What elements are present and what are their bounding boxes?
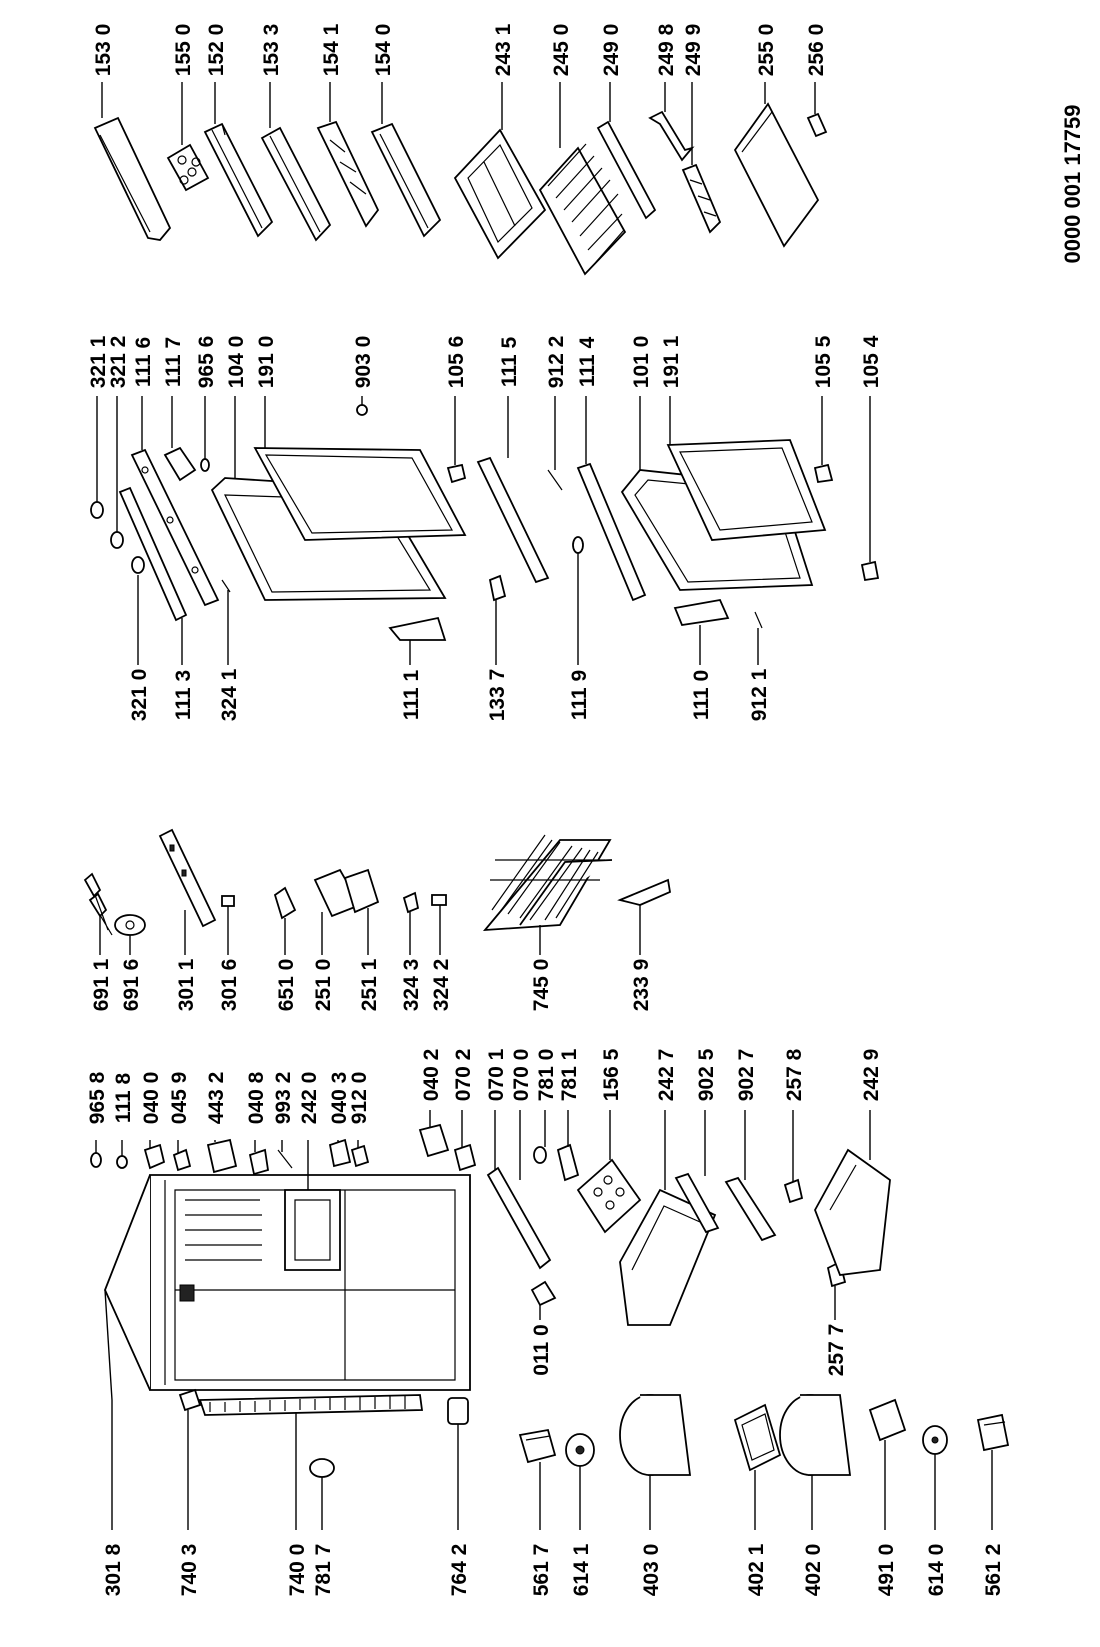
part-label: 153 0: [92, 24, 115, 77]
part-label: 740 3: [178, 1544, 201, 1597]
part-label: 133 7: [486, 669, 509, 722]
part-label: 040 2: [420, 1049, 443, 1102]
part-label: 111 7: [162, 337, 185, 387]
part-label: 324 3: [400, 959, 423, 1012]
part-label: 251 1: [358, 958, 381, 1011]
part-label: 561 7: [530, 1544, 553, 1597]
cabinet-parts: [90, 1123, 891, 1478]
part-label: 040 8: [245, 1071, 268, 1124]
part-label: 111 8: [112, 1073, 135, 1124]
part-label: 402 1: [745, 1543, 768, 1596]
part-label: 070 1: [485, 1048, 508, 1101]
part-label: 764 2: [448, 1544, 471, 1597]
part-label: 152 0: [205, 24, 228, 77]
part-label: 993 2: [272, 1072, 295, 1125]
part-label: 561 2: [982, 1544, 1005, 1597]
part-label: 104 0: [225, 336, 248, 389]
part-label: 191 1: [660, 335, 683, 388]
part-label: 101 0: [630, 336, 653, 389]
part-label: 965 6: [195, 336, 218, 389]
part-label: 156 5: [600, 1048, 623, 1101]
part-label: 255 0: [755, 24, 778, 77]
part-label: 040 3: [328, 1072, 351, 1125]
part-label: 045 9: [168, 1072, 191, 1125]
part-label: 154 1: [320, 23, 343, 76]
right-column-parts: [93, 102, 828, 276]
part-label: 105 4: [860, 335, 883, 388]
part-label-group: 153 0 155 0 152 0 153 3 154 1 154 0 243 …: [86, 23, 1005, 1596]
part-label: 111 4: [576, 337, 599, 388]
part-label: 651 0: [275, 959, 298, 1012]
compressor-parts: [518, 1394, 1010, 1476]
part-label: 781 1: [558, 1048, 581, 1101]
part-label: 249 8: [655, 23, 678, 76]
part-label: 011 0: [530, 1324, 553, 1375]
part-label: 040 0: [140, 1072, 163, 1125]
part-label: 242 9: [860, 1049, 883, 1102]
part-label: 691 1: [90, 958, 113, 1011]
part-label: 781 0: [535, 1049, 558, 1102]
part-label: 111 3: [172, 670, 195, 720]
part-label: 105 5: [812, 335, 835, 388]
part-label: 402 0: [802, 1544, 825, 1597]
part-label: 614 0: [925, 1544, 948, 1597]
part-label: 301 1: [175, 958, 198, 1011]
part-label: 691 6: [120, 959, 143, 1012]
part-label: 912 1: [748, 668, 771, 721]
part-label: 740 0: [286, 1544, 309, 1597]
part-label: 912 0: [348, 1072, 371, 1125]
part-label: 257 7: [825, 1324, 848, 1377]
part-label: 256 0: [805, 24, 828, 77]
part-label: 249 0: [600, 24, 623, 77]
part-label: 912 2: [545, 336, 568, 389]
part-label: 321 2: [107, 336, 130, 389]
part-label: 153 3: [260, 24, 283, 77]
part-label: 257 8: [783, 1048, 806, 1101]
part-label: 242 0: [298, 1072, 321, 1125]
part-label: 324 1: [218, 668, 241, 721]
part-label: 781 7: [312, 1544, 335, 1597]
part-label: 111 9: [568, 670, 591, 720]
part-label: 321 1: [87, 335, 110, 388]
part-label: 965 8: [86, 1071, 109, 1124]
part-label: 155 0: [172, 24, 195, 77]
control-and-freezer-parts: [83, 828, 672, 936]
part-label: 070 2: [452, 1049, 475, 1102]
part-label: 902 5: [695, 1048, 718, 1101]
part-label: 301 6: [218, 959, 241, 1012]
leader-lines: [95, 82, 993, 1530]
part-label: 105 6: [445, 336, 468, 389]
part-label: 249 9: [682, 24, 705, 77]
part-label: 111 6: [132, 337, 155, 387]
part-label: 251 0: [312, 959, 335, 1012]
part-label: 242 7: [655, 1049, 678, 1102]
door-parts: [90, 404, 880, 641]
part-label: 233 9: [630, 959, 653, 1012]
part-label: 902 7: [735, 1049, 758, 1102]
part-label: 111 0: [690, 670, 713, 720]
part-label: 443 2: [205, 1072, 228, 1125]
part-label: 245 0: [550, 24, 573, 77]
part-label: 154 0: [372, 24, 395, 77]
part-label: 111 5: [498, 337, 521, 388]
part-label: 111 1: [400, 670, 423, 721]
part-label: 243 1: [492, 23, 515, 76]
document-number: 0000 001 17759: [1060, 104, 1085, 263]
part-label: 903 0: [352, 336, 375, 389]
part-label: 191 0: [255, 336, 278, 389]
part-label: 324 2: [430, 959, 453, 1012]
part-label: 070 0: [510, 1049, 533, 1102]
part-label: 614 1: [570, 1543, 593, 1596]
part-label: 403 0: [640, 1544, 663, 1597]
part-label: 321 0: [128, 669, 151, 722]
part-label: 301 8: [102, 1543, 125, 1596]
part-label: 491 0: [875, 1544, 898, 1597]
part-label: 745 0: [530, 959, 553, 1012]
